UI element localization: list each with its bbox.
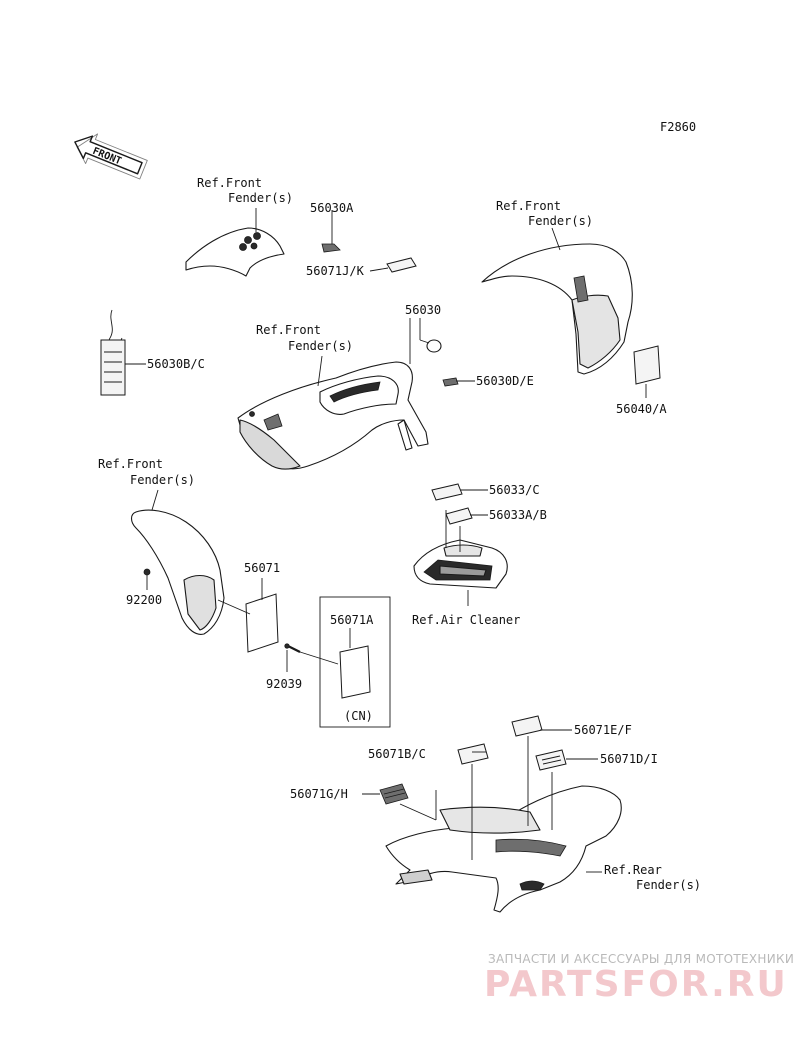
ref-front-fender-left-l1: Ref.Front — [98, 457, 163, 471]
watermark-tagline: ЗАПЧАСТИ И АКСЕССУАРЫ ДЛЯ МОТОТЕХНИКИ — [488, 952, 794, 966]
part-56071EF: 56071E/F — [574, 723, 632, 737]
front-direction-arrow-icon: FRONT — [74, 133, 148, 180]
part-56030BC: 56030B/C — [147, 357, 205, 371]
ref-front-fender-center-l1: Ref.Front — [256, 323, 321, 337]
rear-fender — [385, 785, 622, 913]
part-56033AB: 56033A/B — [489, 508, 547, 522]
sticker-56071BC — [457, 743, 489, 765]
part-92039: 92039 — [266, 677, 302, 691]
part-56071GH: 56071G/H — [290, 787, 348, 801]
ref-rear-fender-l2: Fender(s) — [636, 878, 701, 892]
part-56030A: 56030A — [310, 201, 354, 215]
ref-front-fender-right-l2: Fender(s) — [528, 214, 593, 228]
part-56040A: 56040/A — [616, 402, 667, 416]
diagram-id: F2860 — [660, 120, 696, 134]
part-56071JK: 56071J/K — [306, 264, 365, 278]
ref-front-fender-right-l1: Ref.Front — [496, 199, 561, 213]
variant-box-label: (CN) — [344, 709, 373, 723]
part-56030: 56030 — [405, 303, 441, 317]
ref-air-cleaner: Ref.Air Cleaner — [412, 613, 520, 627]
hang-tag-56030BC — [100, 309, 126, 396]
sticker-56071EF — [511, 715, 543, 737]
part-56030DE: 56030D/E — [476, 374, 534, 388]
plate-56071A — [339, 645, 371, 699]
ref-front-fender-center-l2: Fender(s) — [288, 339, 353, 353]
ref-front-fender-top-l1: Ref.Front — [197, 176, 262, 190]
part-56071DI: 56071D/I — [600, 752, 658, 766]
air-cleaner-housing — [413, 539, 508, 589]
watermark-logo: PARTSFOR.RU — [484, 964, 788, 1005]
front-fender-left — [130, 509, 225, 635]
front-fender-right — [481, 243, 633, 375]
sticker-56071JK — [386, 257, 417, 273]
sticker-56030DE — [442, 377, 459, 387]
plate-56071 — [245, 593, 279, 653]
variant-box-cn — [319, 596, 391, 728]
part-56071BC: 56071B/C — [368, 747, 426, 761]
sticker-56033AB — [445, 507, 473, 525]
part-56033C: 56033/C — [489, 483, 540, 497]
sticker-56033C — [431, 483, 463, 501]
part-92200: 92200 — [126, 593, 162, 607]
upper-front-fender-piece — [185, 227, 341, 277]
bolt-92039 — [284, 643, 301, 653]
ref-rear-fender-l1: Ref.Rear — [604, 863, 662, 877]
ref-front-fender-left-l2: Fender(s) — [130, 473, 195, 487]
part-56071: 56071 — [244, 561, 280, 575]
ref-front-fender-top-l2: Fender(s) — [228, 191, 293, 205]
sticker-56071DI — [535, 749, 567, 771]
part-56071A: 56071A — [330, 613, 374, 627]
sticker-56040A — [633, 345, 661, 385]
clip-ring-56030 — [426, 339, 442, 353]
front-fender-main — [237, 361, 429, 470]
sticker-56071GH — [379, 783, 409, 805]
